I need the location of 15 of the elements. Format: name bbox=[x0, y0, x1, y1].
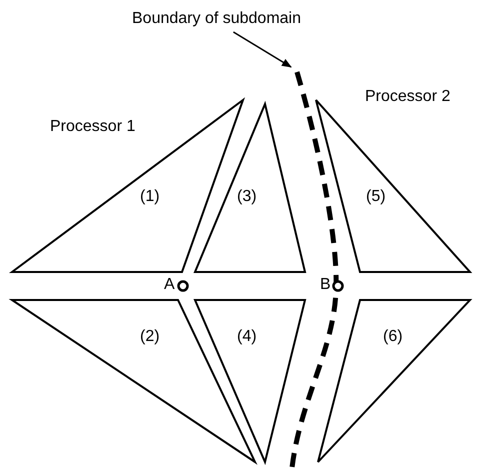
region-label: Processor 2 bbox=[365, 88, 450, 106]
node-point bbox=[332, 280, 344, 292]
element-number: (3) bbox=[237, 188, 257, 206]
leader-arrow bbox=[233, 31, 292, 68]
node-point bbox=[177, 280, 189, 292]
element-number: (4) bbox=[237, 328, 257, 346]
point-label: B bbox=[320, 276, 331, 294]
callout-text: Boundary of subdomain bbox=[132, 10, 301, 28]
point-label: A bbox=[164, 276, 175, 294]
region-label: Processor 1 bbox=[50, 118, 136, 136]
element-number: (2) bbox=[140, 328, 160, 346]
element-number: (1) bbox=[140, 188, 160, 206]
element-number: (6) bbox=[383, 328, 403, 346]
element-number: (5) bbox=[366, 188, 386, 206]
boundary-line bbox=[290, 71, 339, 468]
